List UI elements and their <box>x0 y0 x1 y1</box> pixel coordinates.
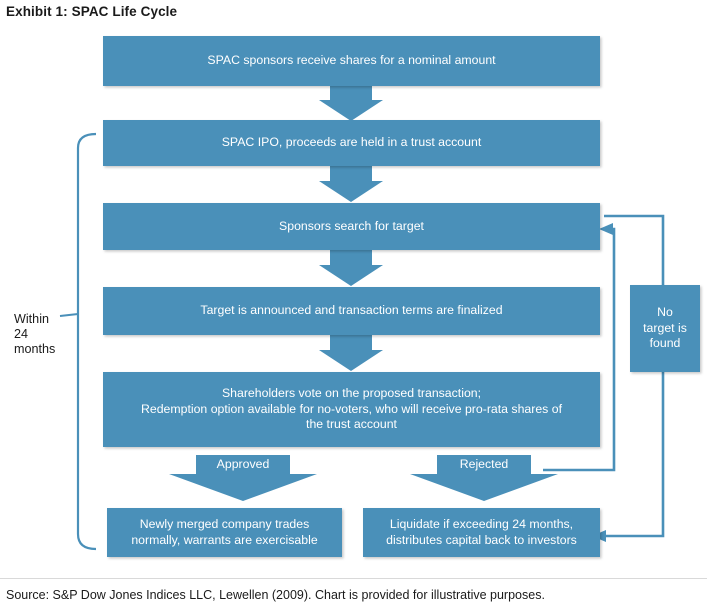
arrow-n1-n2 <box>319 86 383 121</box>
annotation-within-24-months: Within 24 months <box>14 312 55 357</box>
label-rejected-text: Rejected <box>459 457 509 471</box>
node-label-line2: distributes capital back to investors <box>386 532 577 547</box>
node-label-line3: found <box>649 336 681 351</box>
label-approved-text: Approved <box>216 457 270 471</box>
node-label: SPAC IPO, proceeds are held in a trust a… <box>221 135 482 150</box>
annotation-line3: months <box>14 342 56 356</box>
node-label-line3: the trust account <box>306 417 397 432</box>
node-label-line1: Newly merged company trades <box>139 517 310 531</box>
arrow-n2-n3 <box>319 166 383 202</box>
connector-notarget-to-liquidate <box>592 372 665 542</box>
node-label-line1: Shareholders vote on the proposed transa… <box>221 386 482 401</box>
label-approved: Approved <box>196 457 290 471</box>
annotation-line1: Within <box>14 312 49 326</box>
node-label: SPAC sponsors receive shares for a nomin… <box>207 53 496 68</box>
node-newly-merged-company[interactable]: Newly merged company trades normally, wa… <box>107 508 342 557</box>
node-sponsors-search-target[interactable]: Sponsors search for target <box>103 203 600 250</box>
node-sponsors-receive-shares[interactable]: SPAC sponsors receive shares for a nomin… <box>103 36 600 86</box>
node-liquidate-distribute[interactable]: Liquidate if exceeding 24 months, distri… <box>363 508 600 557</box>
footer-divider <box>0 578 707 579</box>
node-label-line1: Liquidate if exceeding 24 months, <box>389 517 574 531</box>
node-label-line2: target is <box>643 320 687 335</box>
arrow-n4-n5 <box>319 335 383 371</box>
connector-search-to-notarget <box>604 214 665 285</box>
node-label-line2: normally, warrants are exercisable <box>131 532 318 547</box>
bracket-within-24-months <box>59 132 97 551</box>
node-label: Sponsors search for target <box>279 218 424 233</box>
node-label-line1: No <box>657 305 673 320</box>
node-target-announced[interactable]: Target is announced and transaction term… <box>103 287 600 335</box>
node-spac-ipo-trust[interactable]: SPAC IPO, proceeds are held in a trust a… <box>103 120 600 166</box>
node-no-target-found[interactable]: No target is found <box>630 285 700 372</box>
source-note: Source: S&P Dow Jones Indices LLC, Lewel… <box>6 588 545 602</box>
arrow-n3-n4 <box>319 250 383 286</box>
node-shareholders-vote[interactable]: Shareholders vote on the proposed transa… <box>103 372 600 447</box>
annotation-line2: 24 <box>14 327 29 341</box>
node-label: Target is announced and transaction term… <box>200 303 503 318</box>
node-label-line2: Redemption option available for no-voter… <box>140 401 563 416</box>
page-title: Exhibit 1: SPAC Life Cycle <box>6 4 178 19</box>
label-rejected: Rejected <box>437 457 531 471</box>
